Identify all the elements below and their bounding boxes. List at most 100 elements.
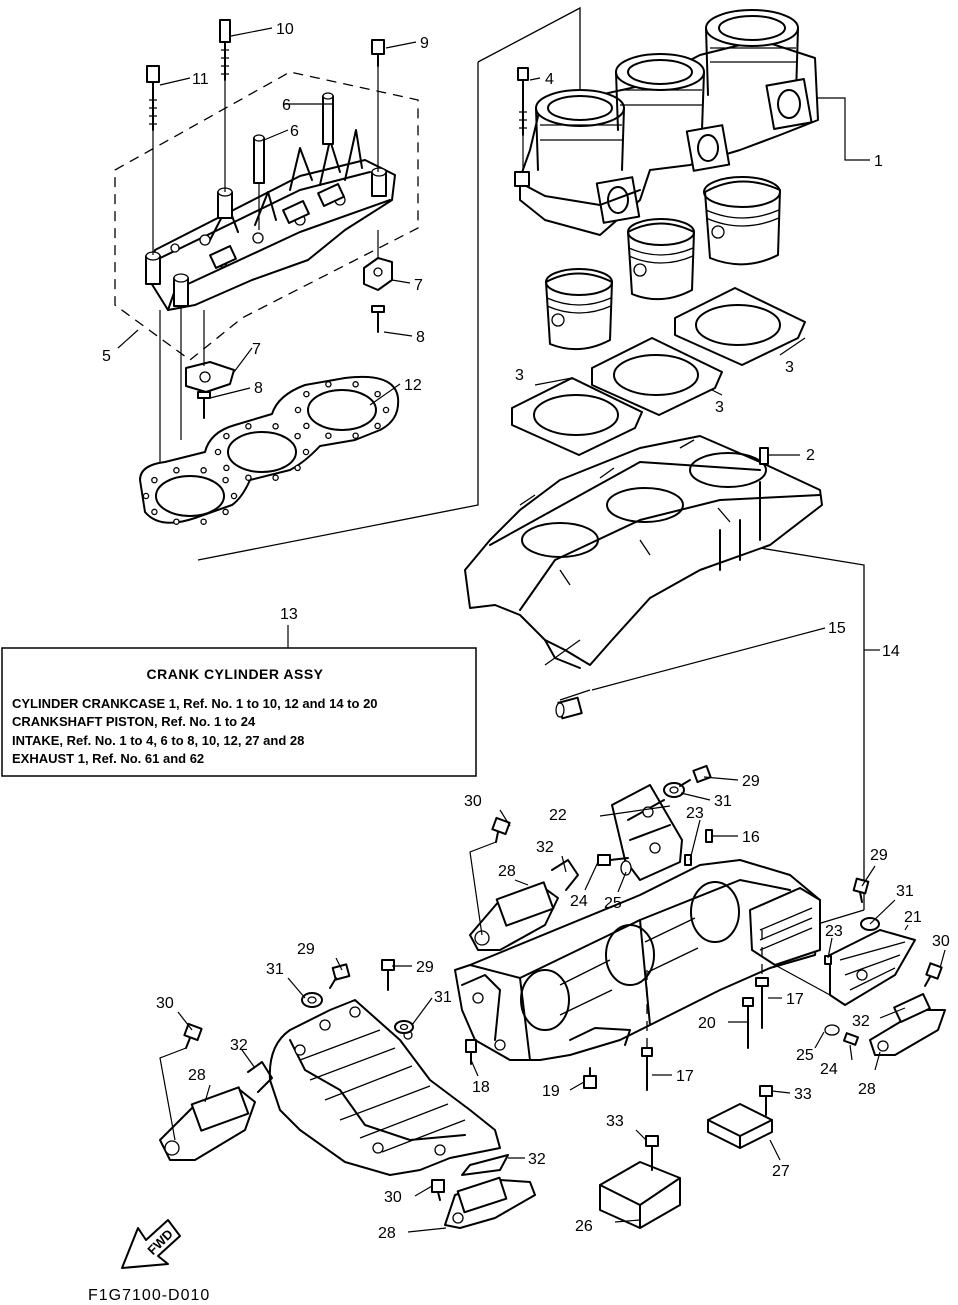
gasket-bolt-hole — [200, 518, 207, 525]
callout-3: 3 — [785, 359, 794, 376]
gasket-bolt-hole — [173, 467, 180, 474]
callout-21: 21 — [904, 909, 922, 926]
callout-33: 33 — [606, 1113, 624, 1130]
note-line: CRANKSHAFT PISTON, Ref. No. 1 to 24 — [12, 714, 256, 729]
gasket-bolt-hole — [151, 508, 158, 516]
crank-cylinder-assy-note: CRANK CYLINDER ASSY CYLINDER CRANKCASE 1… — [1, 606, 477, 777]
callout-5: 5 — [102, 348, 111, 365]
note-line: EXHAUST 1, Ref. No. 61 and 62 — [12, 751, 204, 766]
callout-28: 28 — [858, 1081, 876, 1098]
callout-31: 31 — [266, 961, 284, 978]
callout-29: 29 — [416, 959, 434, 976]
gasket-bolt-hole — [294, 432, 301, 440]
callout-32: 32 — [230, 1037, 248, 1054]
callout-31: 31 — [714, 793, 732, 810]
callout-30: 30 — [932, 933, 950, 950]
callout-1: 1 — [874, 153, 883, 170]
gasket-bolt-hole — [303, 422, 310, 430]
gasket-bolt-hole — [325, 381, 332, 388]
callout-26: 26 — [575, 1218, 593, 1235]
gasket-bolt-hole — [303, 390, 310, 398]
gasket-bolt-hole — [325, 432, 332, 439]
callout-13: 13 — [280, 606, 298, 623]
upper-crankcase — [464, 435, 823, 720]
callout-24: 24 — [570, 893, 588, 910]
callout-30: 30 — [384, 1189, 402, 1206]
callout-10: 10 — [276, 21, 294, 38]
fwd-arrow: FWD — [121, 1219, 181, 1269]
callout-18: 18 — [472, 1079, 490, 1096]
callout-29: 29 — [297, 941, 315, 958]
callout-17: 17 — [786, 991, 804, 1008]
callout-31: 31 — [896, 883, 914, 900]
gasket-bolt-hole — [294, 464, 301, 472]
head-brackets — [159, 230, 393, 470]
gasket-bolt-hole — [223, 432, 230, 440]
callout-23: 23 — [686, 805, 704, 822]
callout-28: 28 — [498, 863, 516, 880]
cylinder-head — [114, 71, 419, 361]
note-box — [1, 647, 477, 777]
callout-8: 8 — [254, 380, 263, 397]
callout-30: 30 — [156, 995, 174, 1012]
callout-3: 3 — [515, 367, 524, 384]
gasket-bolt-hole — [222, 508, 229, 516]
gasket-bolt-hole — [223, 464, 230, 472]
callout-19: 19 — [542, 1083, 560, 1100]
callout-16: 16 — [742, 829, 760, 846]
engine-mount-left-lower — [159, 1022, 273, 1161]
gasket-bolt-hole — [200, 467, 207, 474]
callout-17: 17 — [676, 1068, 694, 1085]
gasket-bolt-hole — [302, 448, 310, 456]
callout-28: 28 — [188, 1067, 206, 1084]
callout-8: 8 — [416, 329, 425, 346]
pistons — [545, 176, 781, 351]
note-title: CRANK CYLINDER ASSY — [147, 666, 324, 682]
gasket-bolt-hole — [272, 423, 279, 430]
callout-9: 9 — [420, 35, 429, 52]
callout-11: 11 — [192, 71, 209, 88]
cylinder-block — [514, 9, 819, 236]
intake-manifold — [268, 959, 501, 1176]
gasket-bolt-hole — [173, 518, 180, 525]
callout-20: 20 — [698, 1015, 716, 1032]
diagram-code: F1G7100-D010 — [88, 1287, 210, 1304]
callout-25: 25 — [796, 1047, 814, 1064]
gasket-bolt-hole — [374, 390, 381, 398]
callout-numbers: 1 2 3 3 3 4 5 6 6 7 7 8 8 9 10 11 12 14 … — [102, 21, 950, 1242]
callout-6: 6 — [290, 123, 299, 140]
callout-14: 14 — [882, 643, 900, 660]
gasket-bolt-hole — [222, 476, 229, 484]
callout-12: 12 — [404, 377, 422, 394]
callout-31: 31 — [434, 989, 452, 1006]
engine-mount-bottom — [431, 1154, 536, 1229]
callout-2: 2 — [806, 447, 815, 464]
crankcase-bolts — [465, 930, 769, 1091]
callout-29: 29 — [870, 847, 888, 864]
gasket-bolt-hole — [272, 474, 279, 481]
lower-crankcase — [454, 859, 821, 1061]
callout-6: 6 — [282, 97, 291, 114]
engine-mount-right — [774, 877, 946, 1056]
gasket-bolt-hole — [294, 406, 302, 414]
gasket-bolt-hole — [230, 492, 238, 500]
callout-15: 15 — [828, 620, 846, 637]
gasket-bolt-hole — [214, 448, 222, 456]
callout-4: 4 — [545, 71, 554, 88]
gasket-bolt-hole — [245, 423, 252, 430]
callout-28: 28 — [378, 1225, 396, 1242]
rubber-blocks — [599, 1085, 773, 1229]
callout-32: 32 — [852, 1013, 870, 1030]
gasket-bolt-hole — [382, 406, 390, 414]
callout-25: 25 — [604, 895, 622, 912]
callout-27: 27 — [772, 1163, 790, 1180]
engine-mount-22 — [597, 764, 713, 881]
gasket-bolt-hole — [142, 492, 150, 500]
callout-7: 7 — [414, 277, 423, 294]
callout-7: 7 — [252, 341, 261, 358]
callout-22: 22 — [549, 807, 567, 824]
gasket-bolt-hole — [151, 476, 158, 484]
callout-3: 3 — [715, 399, 724, 416]
